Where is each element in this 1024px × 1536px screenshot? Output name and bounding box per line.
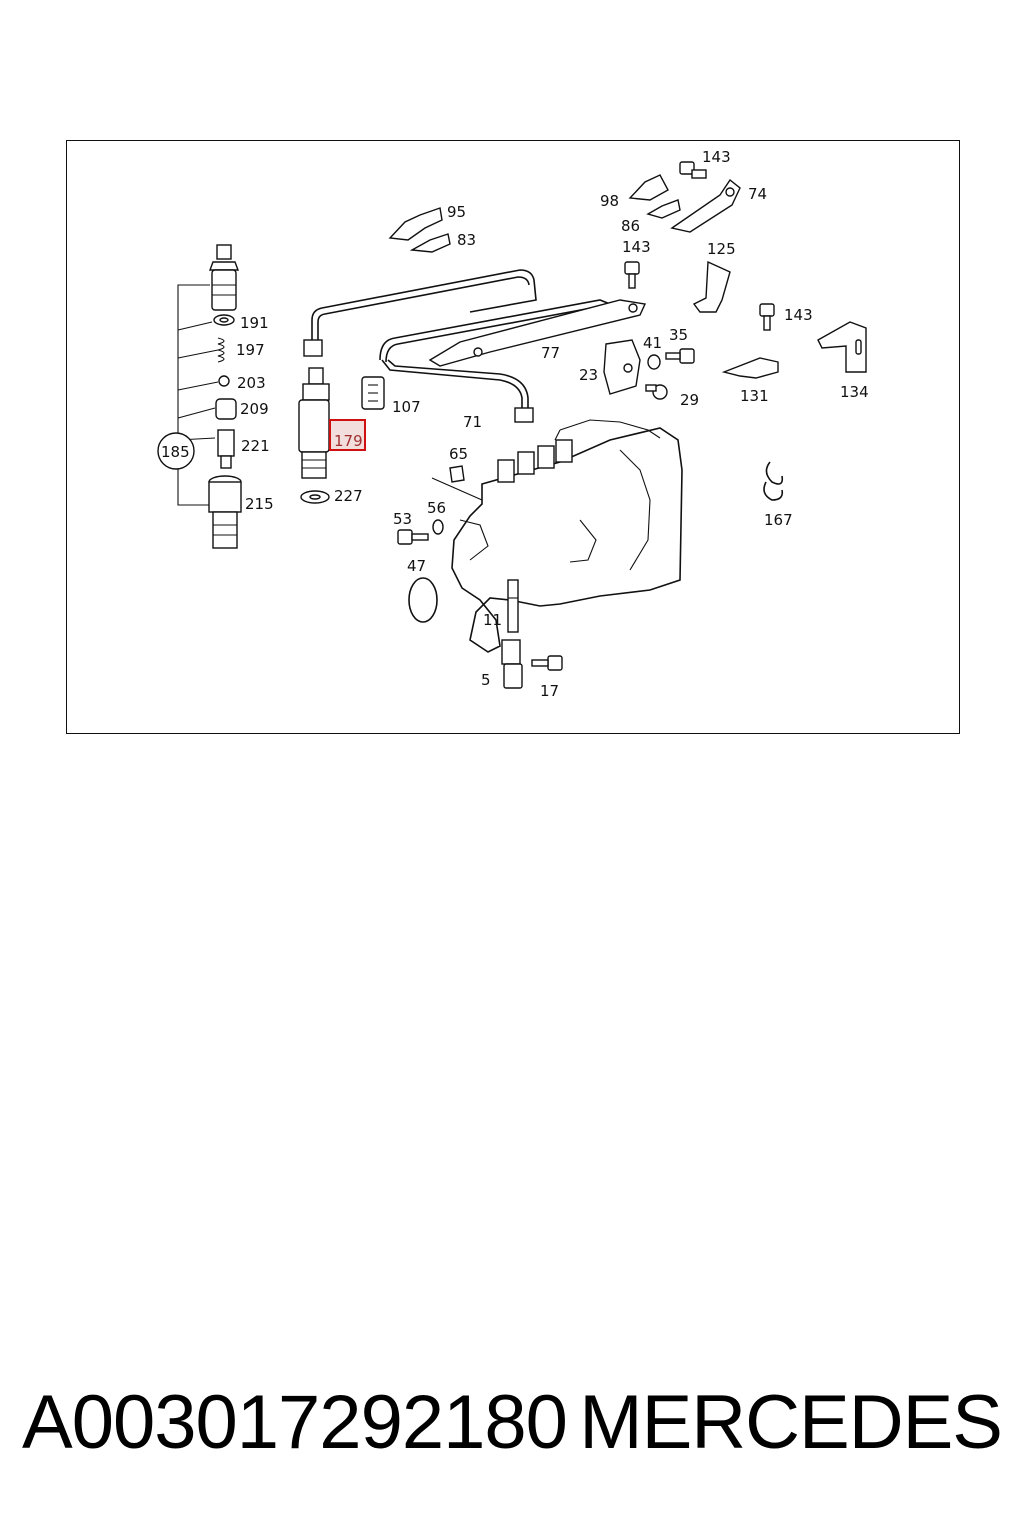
diagram-frame xyxy=(66,140,960,734)
label-107: 107 xyxy=(392,398,421,416)
label-197: 197 xyxy=(236,341,265,359)
footer-caption: A003017292180 MERCEDES xyxy=(0,1372,1024,1472)
label-35: 35 xyxy=(669,326,688,344)
right-parts xyxy=(603,260,867,501)
label-5: 5 xyxy=(481,671,491,689)
fuel-lines xyxy=(303,269,647,423)
label-65: 65 xyxy=(449,445,468,463)
label-131: 131 xyxy=(740,387,769,405)
label-83: 83 xyxy=(457,231,476,249)
injector-exploded-group xyxy=(157,244,242,549)
label-95: 95 xyxy=(447,203,466,221)
label-134: 134 xyxy=(840,383,869,401)
label-41: 41 xyxy=(643,334,662,352)
label-227: 227 xyxy=(334,487,363,505)
label-221: 221 xyxy=(241,437,270,455)
part-number: A003017292180 xyxy=(22,1379,568,1465)
label-56: 56 xyxy=(427,499,446,517)
label-98: 98 xyxy=(600,192,619,210)
label-23: 23 xyxy=(579,366,598,384)
label-74: 74 xyxy=(748,185,767,203)
label-203: 203 xyxy=(237,374,266,392)
label-215: 215 xyxy=(245,495,274,513)
label-29: 29 xyxy=(680,391,699,409)
part-labels: 143 98 74 86 95 83 143 125 191 197 203 2… xyxy=(161,148,869,700)
label-209: 209 xyxy=(240,400,269,418)
injection-pump xyxy=(397,419,683,689)
label-191: 191 xyxy=(240,314,269,332)
label-77: 77 xyxy=(541,344,560,362)
label-17: 17 xyxy=(540,682,559,700)
label-179: 179 xyxy=(334,432,363,450)
label-47: 47 xyxy=(407,557,426,575)
label-143-right: 143 xyxy=(784,306,813,324)
label-86: 86 xyxy=(621,217,640,235)
label-143-top: 143 xyxy=(702,148,731,166)
label-125: 125 xyxy=(707,240,736,258)
label-167: 167 xyxy=(764,511,793,529)
injector-179-group xyxy=(298,367,385,504)
brand-name: MERCEDES xyxy=(579,1379,1003,1465)
label-53: 53 xyxy=(393,510,412,528)
top-clips xyxy=(388,161,741,253)
label-11: 11 xyxy=(483,611,502,629)
label-71: 71 xyxy=(463,413,482,431)
highlight-box-179 xyxy=(329,419,366,451)
label-185: 185 xyxy=(161,443,190,461)
label-143-middle: 143 xyxy=(622,238,651,256)
